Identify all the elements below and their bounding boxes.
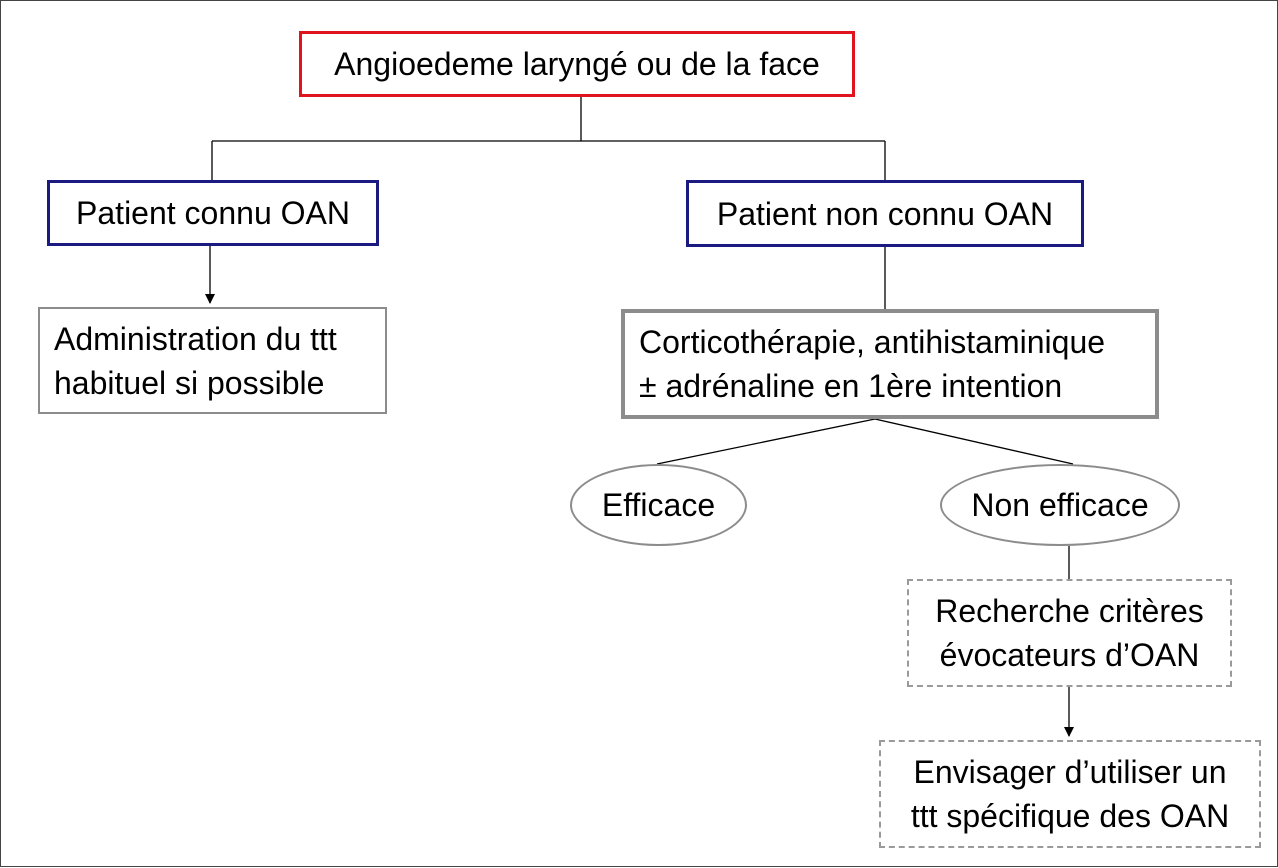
root-node-label: Angioedeme laryngé ou de la face [334, 46, 820, 82]
first-line-to-not-effective-connector [874, 418, 1074, 465]
first-line-treatment-node: Corticothérapie, antihistaminique ± adré… [621, 309, 1159, 419]
search-line2: évocateurs d’OAN [939, 637, 1200, 673]
search-criteria-node: Recherche critères évocateurs d’OAN [907, 579, 1232, 687]
consider-line1: Envisager d’utiliser un [913, 754, 1227, 790]
consider-line2: ttt spécifique des OAN [910, 798, 1230, 834]
known-patient-label: Patient connu OAN [76, 195, 350, 231]
first-line-line1: Corticothérapie, antihistaminique [639, 324, 1106, 360]
not-effective-outcome-node: Non efficace [940, 464, 1180, 546]
effective-label: Efficace [601, 487, 716, 523]
unknown-patient-node: Patient non connu OAN [686, 180, 1084, 247]
effective-outcome-node: Efficace [570, 464, 747, 546]
unknown-patient-label: Patient non connu OAN [716, 195, 1054, 232]
known-patient-action-node: Administration du ttt habituel si possib… [38, 307, 387, 414]
known-action-line1: Administration du ttt [54, 320, 337, 357]
first-line-to-effective-connector [656, 418, 876, 465]
first-line-line2: ± adrénaline en 1ère intention [639, 368, 1063, 404]
not-effective-label: Non efficace [971, 487, 1149, 523]
known-patient-node: Patient connu OAN [47, 180, 379, 246]
root-node: Angioedeme laryngé ou de la face [299, 31, 855, 97]
consider-specific-treatment-node: Envisager d’utiliser un ttt spécifique d… [879, 740, 1261, 848]
known-action-line2: habituel si possible [54, 364, 325, 401]
search-line1: Recherche critères [935, 593, 1204, 629]
